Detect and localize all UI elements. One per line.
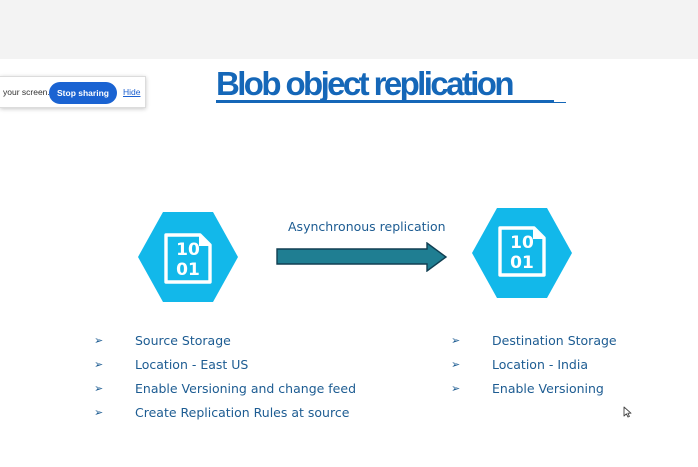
hide-link[interactable]: Hide (123, 87, 141, 97)
screen-share-bar: your screen. Stop sharing Hide (0, 76, 146, 108)
source-icon-line-2: 01 (176, 260, 200, 280)
async-replication-label: Asynchronous replication (288, 219, 446, 234)
title-underline (216, 100, 554, 103)
source-icon-line-1: 10 (176, 240, 200, 260)
destination-icon-line-2: 01 (510, 253, 534, 273)
source-storage-icon: 10 01 (138, 212, 238, 302)
title-underline-tail (554, 102, 566, 103)
bullet-arrow-icon: ➢ (94, 406, 104, 419)
top-bar (0, 0, 698, 59)
bullet-text: Location - India (492, 357, 589, 372)
bullet-arrow-icon: ➢ (94, 358, 104, 371)
bullet-arrow-icon: ➢ (94, 334, 104, 347)
bullet-text: Enable Versioning and change feed (135, 381, 357, 396)
destination-icon-line-1: 10 (510, 233, 534, 253)
mouse-pointer-icon (623, 403, 632, 418)
stop-sharing-button[interactable]: Stop sharing (49, 82, 117, 104)
bullet-text: Destination Storage (492, 333, 617, 348)
bullet-text: Create Replication Rules at source (135, 405, 350, 420)
bullet-text: Location - East US (135, 357, 249, 372)
bullet-arrow-icon: ➢ (451, 382, 461, 395)
destination-storage-icon: 10 01 (472, 208, 572, 298)
bullet-text: Enable Versioning (492, 381, 604, 396)
right-arrow-icon (276, 241, 448, 273)
bullet-arrow-icon: ➢ (451, 358, 461, 371)
bullet-arrow-icon: ➢ (451, 334, 461, 347)
share-message: your screen. (3, 87, 50, 97)
slide-title: Blob object replication (216, 65, 515, 102)
bullet-text: Source Storage (135, 333, 231, 348)
bullet-arrow-icon: ➢ (94, 382, 104, 395)
